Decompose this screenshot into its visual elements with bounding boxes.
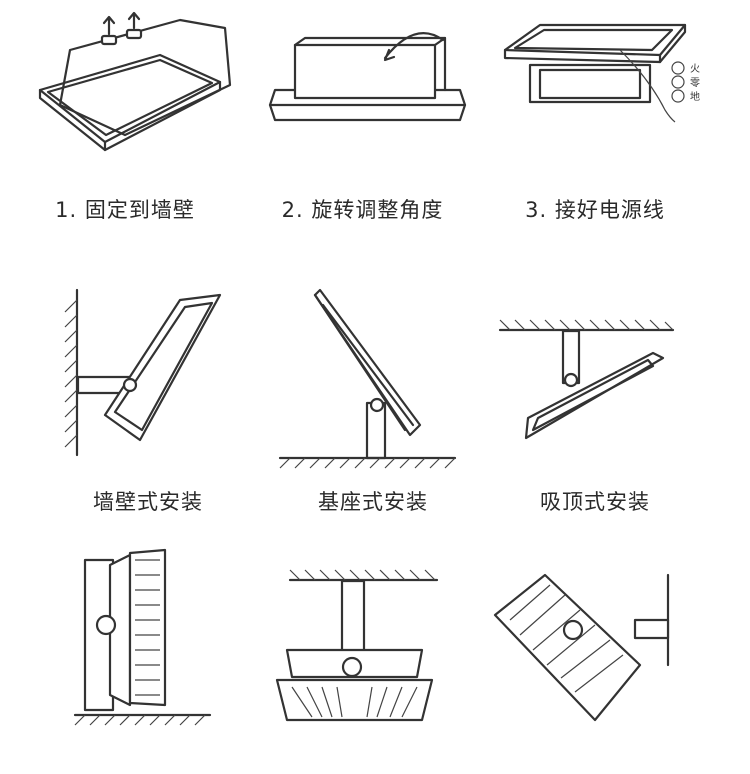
floodlight-floor-illustration <box>73 548 212 726</box>
step2-illustration <box>268 32 467 122</box>
floodlight-pendant-illustration <box>275 569 439 722</box>
step3-label: 3. 接好电源线 <box>525 198 665 222</box>
wall-mount-illustration <box>64 288 222 457</box>
ceiling-mount-illustration <box>498 319 675 440</box>
step1-label: 1. 固定到墙壁 <box>55 198 195 222</box>
ceiling-mount-label: 吸顶式安装 <box>540 490 650 514</box>
floodlight-wall-illustration <box>493 573 670 722</box>
base-mount-illustration <box>278 288 457 469</box>
step3-illustration: 火 零 地 <box>503 23 700 123</box>
wall-mount-label: 墙壁式安装 <box>93 490 203 514</box>
step1-illustration <box>38 11 232 152</box>
step2-label: 2. 旋转调整角度 <box>281 198 444 222</box>
base-mount-label: 基座式安装 <box>318 490 428 514</box>
wire-label-ground: 地 <box>690 90 700 103</box>
wire-label-neutral: 零 <box>690 77 700 89</box>
wire-label-live: 火 <box>690 63 700 75</box>
